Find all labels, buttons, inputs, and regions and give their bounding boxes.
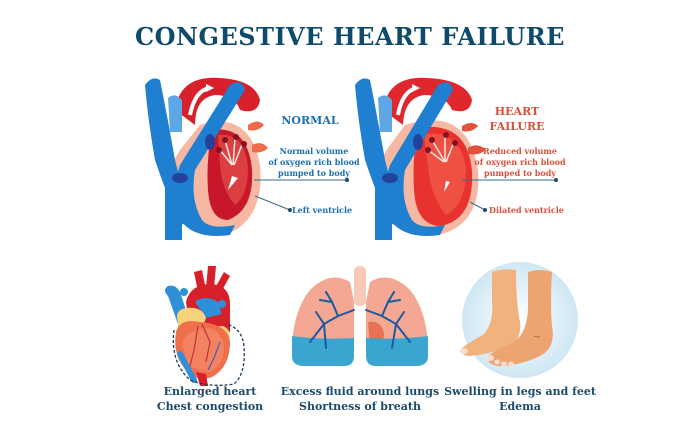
lungs-caption: Excess fluid around lungs Shortness of b… bbox=[270, 384, 450, 414]
lungs-caption-line-1: Excess fluid around lungs bbox=[280, 385, 440, 398]
failure-heading-line-2: FAILURE bbox=[489, 120, 545, 133]
failure-heading-line-1: HEART bbox=[494, 105, 540, 118]
page-title: CONGESTIVE HEART FAILURE bbox=[135, 22, 565, 51]
failure-volume-label: Reduced volume of oxygen rich blood pump… bbox=[474, 146, 566, 179]
enlarged-heart-caption-line-1: Enlarged heart bbox=[163, 385, 257, 398]
symptom-enlarged-heart: Enlarged heart Chest congestion bbox=[150, 262, 270, 414]
feet-caption-line-2: Edema bbox=[499, 400, 541, 413]
failure-volume-line-3: pumped to body bbox=[484, 168, 556, 178]
swollen-feet-icon bbox=[460, 262, 578, 378]
failure-ventricle-label: Dilated ventricle bbox=[489, 205, 564, 215]
enlarged-heart-caption-line-2: Chest congestion bbox=[156, 400, 264, 413]
feet-caption: Swelling in legs and feet Edema bbox=[430, 384, 610, 414]
feet-caption-line-1: Swelling in legs and feet bbox=[444, 385, 596, 398]
lungs-fluid-icon bbox=[292, 266, 428, 366]
normal-volume-line-2: of oxygen rich blood bbox=[268, 157, 360, 167]
normal-heart-diagram bbox=[140, 70, 270, 240]
failure-heading: HEART FAILURE bbox=[482, 104, 552, 134]
failure-volume-line-1: Reduced volume bbox=[483, 146, 557, 156]
normal-volume-line-1: Normal volume bbox=[279, 146, 349, 156]
symptom-lungs-fluid: Excess fluid around lungs Shortness of b… bbox=[280, 262, 440, 413]
failure-volume-line-2: of oxygen rich blood bbox=[474, 157, 566, 167]
enlarged-heart-caption: Enlarged heart Chest congestion bbox=[150, 384, 270, 414]
failure-heart-diagram bbox=[350, 70, 490, 240]
normal-volume-line-3: pumped to body bbox=[278, 168, 350, 178]
normal-heart-illustration bbox=[145, 77, 268, 240]
enlarged-heart-icon bbox=[165, 266, 245, 386]
lungs-caption-line-2: Shortness of breath bbox=[299, 400, 421, 413]
normal-ventricle-label: Left ventricle bbox=[292, 205, 353, 215]
normal-volume-label: Normal volume of oxygen rich blood pumpe… bbox=[268, 146, 360, 179]
failure-heart-illustration bbox=[355, 77, 486, 240]
normal-heading: NORMAL bbox=[281, 114, 339, 127]
symptom-swollen-feet: Swelling in legs and feet Edema bbox=[440, 262, 600, 413]
